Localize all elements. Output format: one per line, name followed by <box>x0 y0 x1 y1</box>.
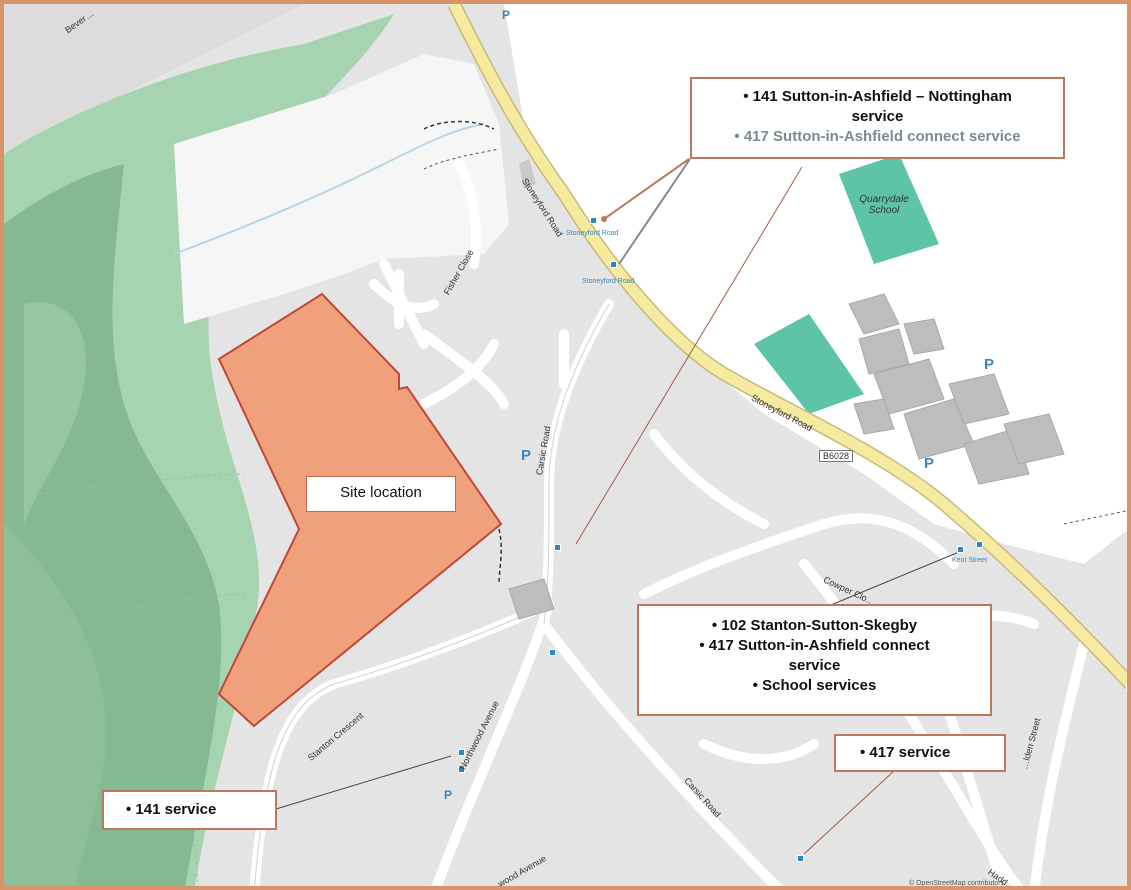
stream <box>173 123 485 255</box>
callout-middle-right: • 102 Stanton-Sutton-Skegby • 417 Sutton… <box>637 604 992 716</box>
built-up-area <box>4 4 304 174</box>
footpath-2 <box>423 148 500 170</box>
pointer-141-bottom <box>275 755 452 810</box>
school-label: Quarrydale School <box>859 194 909 216</box>
parking-label-1: P <box>502 8 511 22</box>
callout-pointers <box>275 158 960 855</box>
pointer-417-bottom <box>803 770 895 855</box>
bus-stop-northwood-1[interactable] <box>458 749 465 756</box>
bus-stop-east-1[interactable] <box>957 546 964 553</box>
parking-label-2: P <box>521 447 532 464</box>
parking-label-4: P <box>924 455 935 472</box>
callout-top-line1: • 141 Sutton-in-Ashfield – Nottingham <box>743 88 1012 105</box>
woodland-patch-lower <box>4 524 107 886</box>
footpath-4 <box>1063 510 1127 525</box>
callout-top-line2: service <box>851 108 904 125</box>
bus-stop-stoneyford-2[interactable] <box>610 261 617 268</box>
bus-stop-northwood-2[interactable] <box>458 766 465 773</box>
building-small <box>519 159 536 189</box>
pointer-tip <box>601 216 607 222</box>
pointer-102 <box>813 551 960 613</box>
bus-stop-stoneyford-1[interactable] <box>590 217 597 224</box>
site-location-label: Site location <box>306 476 456 512</box>
building-carsic <box>508 578 555 620</box>
callout-middle-line3: service <box>788 657 841 674</box>
stop-label-stoneyford-2: Stoneyford Road <box>582 278 635 285</box>
callout-middle-line2: • 417 Sutton-in-Ashfield connect <box>699 637 930 654</box>
main-road <box>449 4 1127 689</box>
footpath-1 <box>423 120 495 130</box>
callout-middle-line1: • 102 Stanton-Sutton-Skegby <box>711 617 918 634</box>
bus-stop-east-edge[interactable] <box>1126 684 1127 691</box>
callout-bottom-left: • 141 service <box>102 790 277 830</box>
footpath-3 <box>498 528 502 585</box>
pointer-141-top <box>603 158 690 220</box>
footpath-6 <box>93 593 250 615</box>
bus-stop-south[interactable] <box>797 855 804 862</box>
stop-label-east: Kent Street <box>952 557 988 564</box>
map-attribution: © OpenStreetMap contributors <box>909 880 1005 887</box>
callout-middle-line4: • School services <box>752 677 877 694</box>
callout-top-line3: • 417 Sutton-in-Ashfield connect service <box>734 128 1021 145</box>
callout-bottom-right: • 417 service <box>834 734 1006 772</box>
bus-stop-east-2[interactable] <box>976 541 983 548</box>
parking-label-5: P <box>444 788 453 802</box>
woodland-patch <box>24 302 86 524</box>
school-buildings <box>848 293 1065 485</box>
parking-label-3: P <box>984 356 995 373</box>
pointer-417-top <box>618 158 691 265</box>
school-field-1 <box>839 154 939 264</box>
pointer-to-carsic <box>575 166 803 545</box>
bus-stop-carsic[interactable] <box>554 544 561 551</box>
school-field-2 <box>754 314 864 414</box>
bus-stop-top[interactable] <box>549 649 556 656</box>
footpath-5 <box>33 473 245 495</box>
road-number-b6028: B6028 <box>819 450 854 462</box>
open-field <box>174 54 509 324</box>
callout-top-right: • 141 Sutton-in-Ashfield – Nottingham se… <box>690 77 1065 159</box>
stop-label-stoneyford-1: Stoneyford Road <box>566 230 619 237</box>
